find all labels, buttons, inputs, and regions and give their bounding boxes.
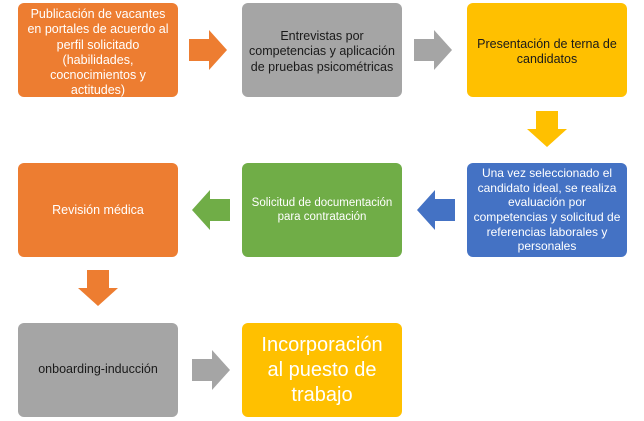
step-seleccion-text: Una vez seleccionado el candidato ideal,… bbox=[473, 166, 621, 254]
arrow-left-green-icon bbox=[192, 190, 230, 230]
step-revision-text: Revisión médica bbox=[52, 203, 144, 217]
step-entrevistas-text: Entrevistas por competencias y aplicació… bbox=[249, 29, 395, 74]
step-seleccion-candidato: Una vez seleccionado el candidato ideal,… bbox=[467, 163, 627, 257]
step-publicacion-vacantes: Publicación de vacantes en portales de a… bbox=[18, 3, 178, 97]
step-onboarding: onboarding-inducción bbox=[18, 323, 178, 417]
arrow-left-blue-icon bbox=[417, 190, 455, 230]
step-onboarding-text: onboarding-inducción bbox=[38, 362, 158, 377]
step-revision-medica: Revisión médica bbox=[18, 163, 178, 257]
step-documentacion-text: Solicitud de documentación para contrata… bbox=[251, 196, 393, 223]
step-solicitud-documentacion: Solicitud de documentación para contrata… bbox=[242, 163, 402, 257]
step-incorporacion-text: Incorporación al puesto de trabajo bbox=[261, 333, 383, 406]
step-entrevistas: Entrevistas por competencias y aplicació… bbox=[242, 3, 402, 97]
step-presentacion-terna: Presentación de terna de candidatos bbox=[467, 3, 627, 97]
step-incorporacion: Incorporación al puesto de trabajo bbox=[242, 323, 402, 417]
arrow-right-gray-icon bbox=[414, 30, 452, 70]
arrow-down-orange-icon bbox=[78, 270, 118, 306]
step-presentacion-text: Presentación de terna de candidatos bbox=[477, 37, 617, 67]
arrow-down-gold-icon bbox=[527, 111, 567, 147]
arrow-right-gray-icon bbox=[192, 350, 230, 390]
step-publicacion-text: Publicación de vacantes en portales de a… bbox=[27, 7, 169, 98]
arrow-right-orange-icon bbox=[189, 30, 227, 70]
